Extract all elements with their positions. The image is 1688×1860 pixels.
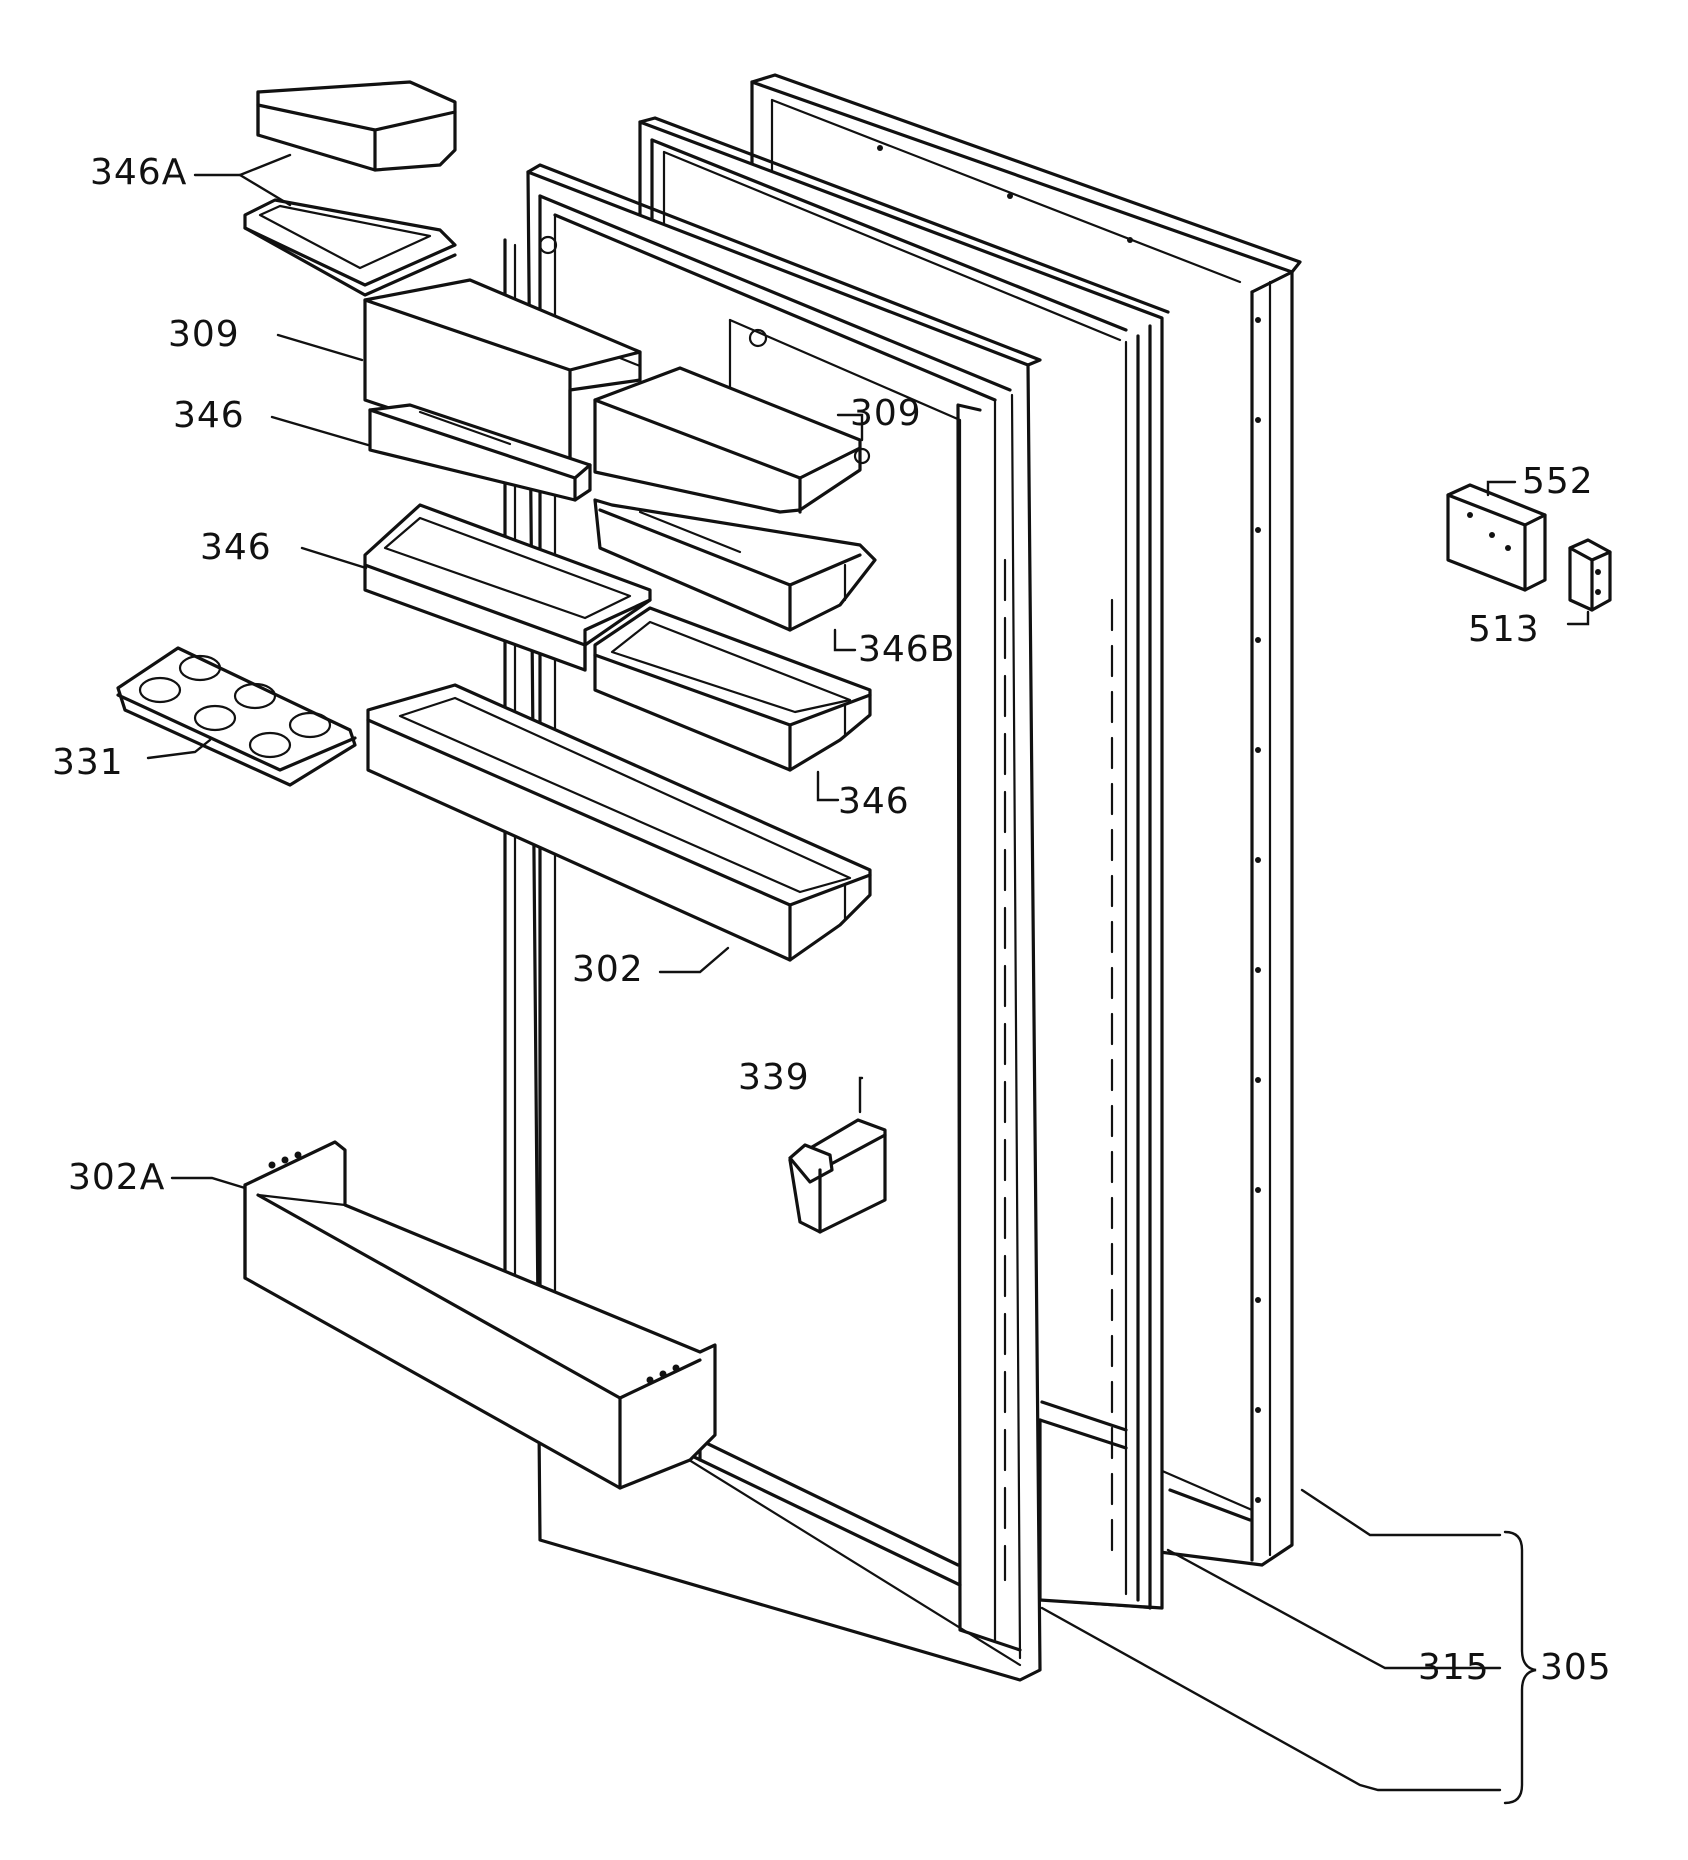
bottle-shelf-302	[366, 683, 872, 962]
hinge-plate-552	[1446, 483, 1547, 592]
clip-339	[788, 1118, 887, 1234]
callout-346b: 346B	[858, 629, 956, 670]
callout-305: 305	[1540, 1647, 1612, 1688]
callout-315: 315	[1418, 1647, 1490, 1688]
shelf-346-upper-left	[368, 403, 592, 502]
dairy-box-309-right	[593, 366, 871, 514]
hinge-bracket-513	[1568, 538, 1612, 612]
shelf-346b	[593, 498, 877, 632]
callout-331: 331	[52, 742, 124, 783]
callout-309-left: 309	[168, 314, 240, 355]
callout-302: 302	[572, 949, 644, 990]
egg-tray-331	[116, 646, 357, 787]
callout-552: 552	[1522, 461, 1594, 502]
callout-513: 513	[1468, 609, 1540, 650]
callout-302a: 302A	[68, 1157, 166, 1198]
callout-309-right: 309	[850, 393, 922, 434]
callout-346-middle-right: 346	[838, 781, 910, 822]
shelf-346-middle-left	[363, 503, 652, 672]
bottom-shelf-302a	[243, 1140, 717, 1490]
leader-lines	[146, 153, 1590, 1805]
shelf-346-middle-right	[593, 606, 872, 772]
callout-339: 339	[738, 1057, 810, 1098]
callout-346-upper-left: 346	[173, 395, 245, 436]
callout-346-middle-left: 346	[200, 527, 272, 568]
butter-dish-346a	[243, 80, 457, 297]
callout-346a: 346A	[90, 152, 188, 193]
